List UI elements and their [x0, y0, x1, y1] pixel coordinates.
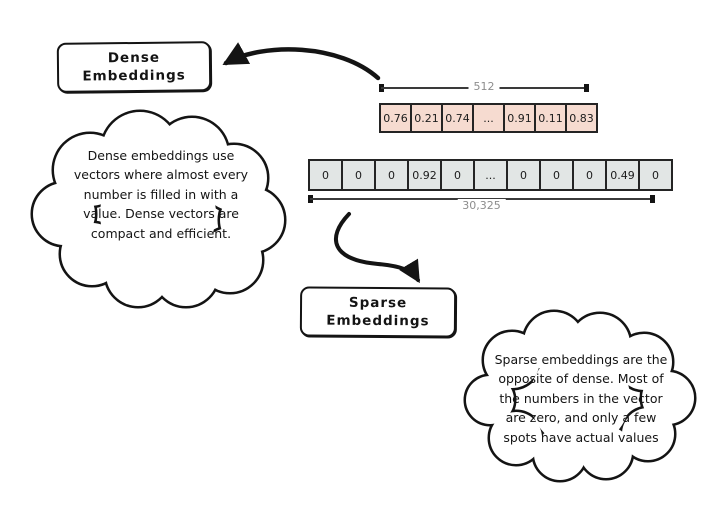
- sparse-embeddings-box: Sparse Embeddings: [299, 286, 457, 338]
- sparse-vector: 0 0 0 0.92 0 ... 0 0 0 0.49 0: [308, 159, 673, 191]
- vector-cell: 0: [638, 159, 673, 191]
- vector-cell: 0: [440, 159, 475, 191]
- sparse-arrow: [333, 212, 420, 284]
- dense-cloud-shape: [30, 109, 287, 309]
- vector-cell: 0.92: [407, 159, 442, 191]
- dense-dimension-label: 512: [468, 80, 500, 93]
- dense-embeddings-box: Dense Embeddings: [56, 41, 212, 93]
- vector-cell: 0.91: [503, 103, 536, 133]
- vector-cell: 0: [308, 159, 343, 191]
- sparse-dimension-measure: 30,325: [308, 194, 655, 212]
- vector-cell: 0.76: [379, 103, 412, 133]
- dense-arrow: [222, 42, 381, 81]
- vector-cell: ...: [473, 159, 508, 191]
- vector-cell: 0.74: [441, 103, 474, 133]
- vector-cell: 0: [539, 159, 574, 191]
- dense-box-line1: Dense: [107, 49, 161, 67]
- vector-cell: ...: [472, 103, 505, 133]
- vector-cell: 0: [341, 159, 376, 191]
- dense-box-line2: Embeddings: [82, 67, 186, 85]
- vector-cell: 0.21: [410, 103, 443, 133]
- vector-cell: 0.83: [565, 103, 598, 133]
- sparse-box-line2: Embeddings: [326, 312, 430, 330]
- measure-tick: [650, 195, 655, 203]
- sparse-box-line1: Sparse: [348, 294, 408, 311]
- vector-cell: 0.49: [605, 159, 640, 191]
- sparse-cloud-text: Sparse embeddings are the opposite of de…: [494, 352, 668, 445]
- dense-cloud-text: Dense embeddings use vectors where almos…: [73, 148, 249, 241]
- vector-cell: 0: [572, 159, 607, 191]
- vector-cell: 0: [374, 159, 409, 191]
- dense-vector: 0.76 0.21 0.74 ... 0.91 0.11 0.83: [379, 103, 598, 133]
- vector-cell: 0: [506, 159, 541, 191]
- sparse-cloud-shape: [463, 309, 697, 483]
- dense-dimension-measure: 512: [379, 80, 589, 93]
- measure-tick: [584, 84, 589, 92]
- sparse-dimension-label: 30,325: [457, 199, 506, 212]
- vector-cell: 0.11: [534, 103, 567, 133]
